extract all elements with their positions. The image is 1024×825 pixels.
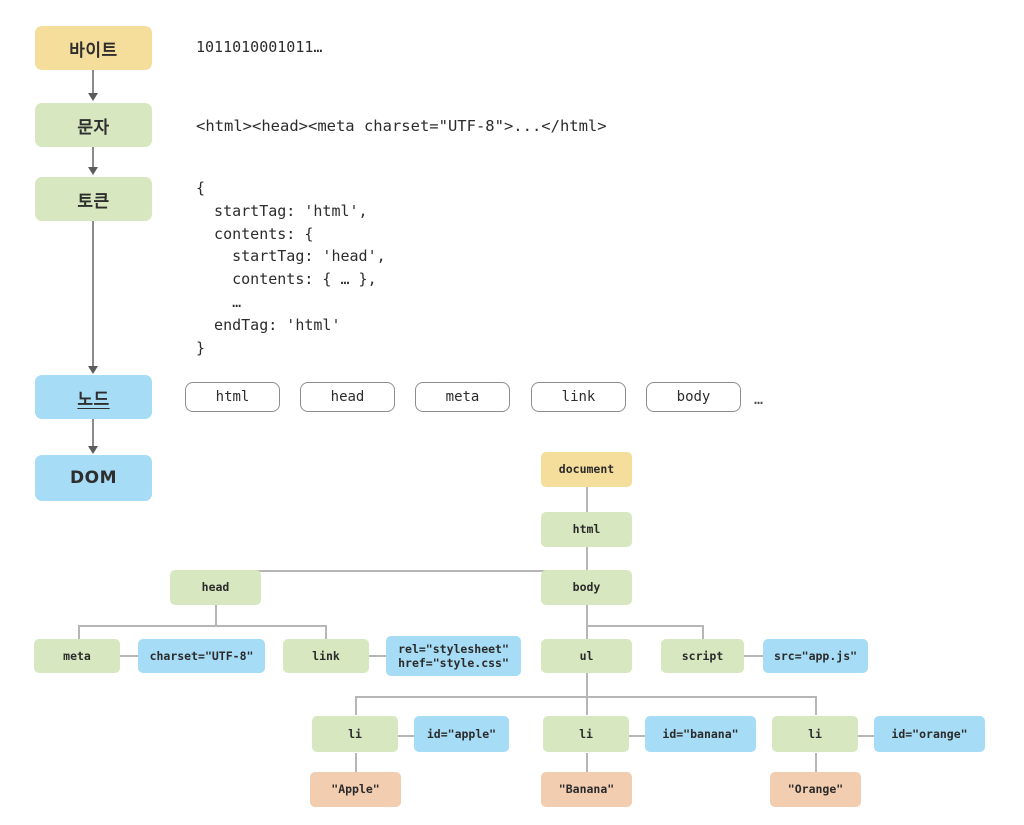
connector-head-split-bar	[78, 625, 326, 627]
stage-label-bytes: 바이트	[69, 40, 118, 61]
arrow-tokens-to-nodes-head	[87, 366, 98, 374]
connector-body-down	[586, 604, 588, 626]
node-chip-ellipsis: …	[754, 390, 764, 408]
tree-node-meta[interactable]: meta	[34, 639, 120, 673]
stage-box-dom: DOM	[35, 455, 152, 501]
stage-label-characters: 문자	[77, 117, 110, 138]
node-chip-meta[interactable]: meta	[415, 382, 510, 412]
stage-box-characters: 문자	[35, 103, 152, 147]
sample-characters: <html><head><meta charset="UTF-8">...</h…	[196, 117, 607, 135]
connector-li-3-text	[815, 753, 817, 773]
tree-attr-li-orange-id[interactable]: id="orange"	[874, 716, 985, 752]
stage-label-tokens: 토큰	[77, 191, 110, 212]
tree-text-banana[interactable]: "Banana"	[541, 772, 632, 807]
node-chip-link[interactable]: link	[531, 382, 626, 412]
sample-bytes: 1011010001011…	[196, 38, 323, 56]
tree-attr-li-apple-id[interactable]: id="apple"	[414, 716, 509, 752]
node-chip-html[interactable]: html	[185, 382, 280, 412]
connector-body-split-bar	[586, 625, 703, 627]
tree-node-ul[interactable]: ul	[541, 639, 632, 673]
connector-html-down	[586, 546, 588, 571]
arrow-nodes-to-dom-head	[87, 446, 98, 454]
connector-html-split-bar	[215, 570, 587, 572]
tree-node-link[interactable]: link	[283, 639, 369, 673]
connector-ul-to-li-1	[355, 696, 357, 715]
tree-attr-li-banana-id[interactable]: id="banana"	[645, 716, 756, 752]
tree-node-li-orange[interactable]: li	[772, 716, 858, 752]
connector-li-1-text	[355, 753, 357, 773]
connector-ul-to-li-3	[815, 696, 817, 715]
connector-body-to-ul	[586, 625, 588, 641]
tree-attr-meta-charset[interactable]: charset="UTF-8"	[138, 639, 265, 673]
stage-label-nodes: 노드	[77, 389, 110, 410]
arrow-tokens-to-nodes-shaft	[92, 221, 94, 366]
connector-body-to-script	[702, 625, 704, 641]
tree-attr-link-rel-href[interactable]: rel="stylesheet" href="style.css"	[386, 636, 521, 676]
connector-document-html	[586, 487, 588, 513]
stage-box-nodes: 노드	[35, 375, 152, 419]
stage-box-bytes: 바이트	[35, 26, 152, 70]
arrow-characters-to-tokens-shaft	[92, 147, 94, 167]
connector-li-3-attr	[856, 735, 876, 737]
tree-node-li-banana[interactable]: li	[543, 716, 629, 752]
stage-box-tokens: 토큰	[35, 177, 152, 221]
connector-li-1-attr	[396, 735, 416, 737]
tree-attr-script-src[interactable]: src="app.js"	[763, 639, 868, 673]
tree-text-apple[interactable]: "Apple"	[310, 772, 401, 807]
tree-node-document[interactable]: document	[541, 452, 632, 487]
connector-ul-to-li-2	[586, 696, 588, 715]
stage-label-dom: DOM	[70, 468, 117, 488]
connector-li-2-attr	[627, 735, 647, 737]
arrow-characters-to-tokens-head	[87, 167, 98, 175]
connector-script-attr	[744, 655, 764, 657]
tree-text-orange[interactable]: "Orange"	[770, 772, 861, 807]
arrow-bytes-to-characters-shaft	[92, 70, 94, 93]
connector-head-down	[215, 604, 217, 626]
tree-node-html[interactable]: html	[541, 512, 632, 547]
connector-head-to-link	[325, 625, 327, 641]
connector-head-to-meta	[78, 625, 80, 641]
connector-link-attr	[367, 655, 387, 657]
tree-node-script[interactable]: script	[661, 639, 744, 673]
tree-node-li-apple[interactable]: li	[312, 716, 398, 752]
node-chip-head[interactable]: head	[300, 382, 395, 412]
sample-tokens: { startTag: 'html', contents: { startTag…	[196, 179, 386, 357]
arrow-nodes-to-dom-shaft	[92, 419, 94, 446]
connector-li-2-text	[586, 753, 588, 773]
tree-node-body[interactable]: body	[541, 570, 632, 605]
node-chip-body[interactable]: body	[646, 382, 741, 412]
connector-ul-down	[586, 673, 588, 697]
arrow-bytes-to-characters-head	[87, 93, 98, 101]
tree-node-head[interactable]: head	[170, 570, 261, 605]
connector-meta-attr	[119, 655, 139, 657]
connector-ul-split-bar	[355, 696, 816, 698]
